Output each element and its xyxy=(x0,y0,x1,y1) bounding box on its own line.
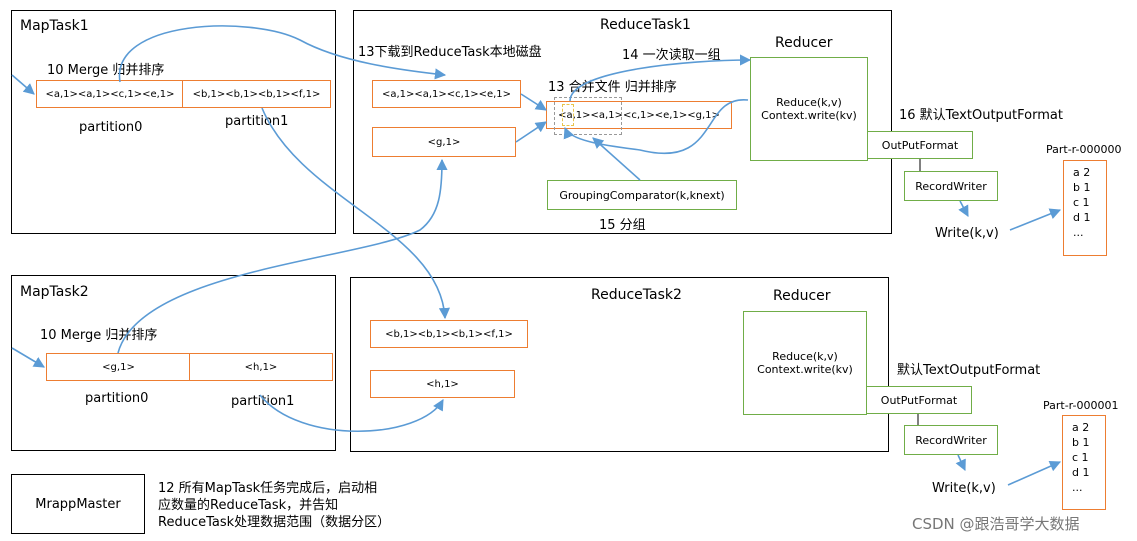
arrow-write1-to-file xyxy=(1009,208,1062,231)
reducetask1-box2: <g,1> xyxy=(372,127,516,157)
merge-file-label: 13 合并文件 归并排序 xyxy=(548,80,677,95)
reducer2-title: Reducer xyxy=(773,288,831,304)
arrow-grouping-to-merge xyxy=(592,137,641,181)
output2-line: c 1 xyxy=(1072,451,1089,464)
maptask2-partition0-box: <g,1> xyxy=(46,353,191,381)
output1-line: a 2 xyxy=(1073,166,1091,179)
reducer1-line1: Reduce(k,v) xyxy=(776,96,842,109)
output2-line: ... xyxy=(1072,481,1083,494)
group-highlight-inner xyxy=(562,104,574,126)
reducetask1-box1: <a,1><a,1><c,1><e,1> xyxy=(372,80,521,108)
mrappmaster-label: MrappMaster xyxy=(35,496,121,512)
maptask1-partition1-label: partition1 xyxy=(225,114,289,129)
reducetask1-title: ReduceTask1 xyxy=(600,17,691,33)
reducer1-box: Reduce(k,v) Context.write(kv) xyxy=(750,57,868,161)
reducer2-box: Reduce(k,v) Context.write(kv) xyxy=(743,311,867,415)
arrow-input-map1 xyxy=(11,74,35,95)
reducer2-line2: Context.write(kv) xyxy=(757,363,853,376)
reducer2-line1: Reduce(k,v) xyxy=(772,350,838,363)
output1-outputformat-box: OutPutFormat xyxy=(867,131,973,159)
output1-write-label: Write(k,v) xyxy=(935,226,999,241)
arrow-map2-p1-to-reduce2 xyxy=(259,394,444,433)
output2-format-label: 默认TextOutputFormat xyxy=(897,363,1041,378)
output1-file-name: Part-r-000000 xyxy=(1046,143,1122,156)
watermark: CSDN @跟浩哥学大数据 xyxy=(912,515,1080,533)
maptask1-panel xyxy=(11,10,336,234)
output1-line: c 1 xyxy=(1073,196,1090,209)
merged-sorted-box: <a,1><a,1><c,1><e,1><g,1> xyxy=(546,101,732,129)
maptask2-partition0-label: partition0 xyxy=(85,391,149,406)
grouping-comparator-box: GroupingComparator(k,knext) xyxy=(547,180,737,210)
arrow-box1-to-merge xyxy=(520,93,547,111)
group-highlight xyxy=(554,97,622,135)
master-note-line1: 12 所有MapTask任务完成后，启动相 xyxy=(158,481,378,496)
maptask1-partition1-box: <b,1><b,1><b,1><f,1> xyxy=(182,80,331,108)
output2-line: d 1 xyxy=(1072,466,1090,479)
maptask1-partition0-box: <a,1><a,1><c,1><e,1> xyxy=(36,80,184,108)
output1-line: b 1 xyxy=(1073,181,1091,194)
master-note-line2: 应数量的ReduceTask，并告知 xyxy=(158,498,339,513)
master-note-line3: ReduceTask处理数据范围（数据分区） xyxy=(158,515,391,530)
arrow-box2-to-merge xyxy=(515,121,547,143)
output1-recordwriter-box: RecordWriter xyxy=(904,171,998,201)
mrappmaster-box: MrappMaster xyxy=(11,474,145,534)
output1-line: d 1 xyxy=(1073,211,1091,224)
output2-file-name: Part-r-000001 xyxy=(1043,399,1119,412)
maptask1-merge-label: 10 Merge 归并排序 xyxy=(47,63,165,78)
maptask2-partition1-label: partition1 xyxy=(231,394,295,409)
maptask2-partition1-box: <h,1> xyxy=(189,353,333,381)
output2-file-box: a 2 b 1 c 1 d 1 ... xyxy=(1062,415,1106,510)
reducetask2-box1: <b,1><b,1><b,1><f,1> xyxy=(370,320,528,348)
output1-file-box: a 2 b 1 c 1 d 1 ... xyxy=(1063,160,1107,256)
output1-format-label: 16 默认TextOutputFormat xyxy=(899,108,1063,123)
maptask1-title: MapTask1 xyxy=(20,18,89,34)
maptask1-partition0-label: partition0 xyxy=(79,120,143,135)
arrow-reducer-loop xyxy=(563,99,749,155)
reducer1-title: Reducer xyxy=(775,35,833,51)
group-label: 15 分组 xyxy=(599,218,646,233)
reducer1-line2: Context.write(kv) xyxy=(761,109,857,122)
maptask2-title: MapTask2 xyxy=(20,284,89,300)
output2-line: a 2 xyxy=(1072,421,1090,434)
arrow-map1-p0-to-reduce1 xyxy=(118,25,447,83)
output2-write-label: Write(k,v) xyxy=(932,481,996,496)
arrow-rw1-to-write xyxy=(958,200,969,217)
download-label: 13下载到ReduceTask本地磁盘 xyxy=(358,45,542,60)
arrow-map2-p0-to-reduce1 xyxy=(117,158,448,354)
arrow-merge-to-reducer xyxy=(569,54,752,102)
arrow-rw2-to-write xyxy=(955,454,966,472)
output2-line: b 1 xyxy=(1072,436,1090,449)
reducetask2-title: ReduceTask2 xyxy=(591,287,682,303)
master-note: 12 所有MapTask任务完成后，启动相 应数量的ReduceTask，并告知… xyxy=(158,480,390,531)
arrow-map1-p1-to-reduce2 xyxy=(261,107,451,320)
arrow-write2-to-file xyxy=(1007,460,1062,486)
output1-line: ... xyxy=(1073,226,1084,239)
arrow-input-map2 xyxy=(11,347,45,368)
output2-outputformat-box: OutPutFormat xyxy=(866,386,972,414)
output2-recordwriter-box: RecordWriter xyxy=(904,425,998,455)
reducetask2-box2: <h,1> xyxy=(370,370,515,398)
read-group-label: 14 一次读取一组 xyxy=(622,48,721,63)
